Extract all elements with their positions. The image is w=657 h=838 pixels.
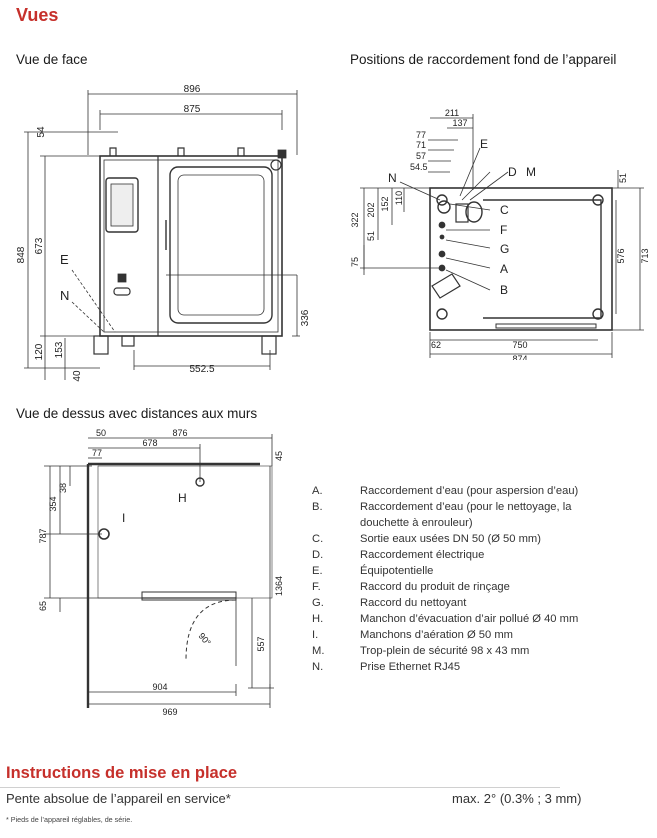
- dim-874: 874: [512, 354, 527, 360]
- label-b: B: [500, 283, 508, 297]
- dim-678: 678: [142, 438, 157, 448]
- slope-value: max. 2° (0.3% ; 3 mm): [452, 791, 582, 806]
- label-i: I: [122, 511, 125, 525]
- dim-904: 904: [152, 682, 167, 692]
- dim-875: 875: [184, 104, 201, 115]
- dim-202: 202: [366, 202, 376, 217]
- footnote: * Pieds de l’appareil réglables, de séri…: [6, 815, 133, 824]
- dim-787: 787: [38, 528, 48, 543]
- label-h: H: [178, 491, 187, 505]
- dim-54: 54: [36, 126, 47, 138]
- dim-750: 750: [512, 340, 527, 350]
- dim-62: 62: [431, 340, 441, 350]
- dim-1364: 1364: [274, 576, 284, 596]
- dim-848: 848: [16, 246, 27, 263]
- dim-713: 713: [640, 248, 650, 263]
- label-g: G: [500, 242, 509, 256]
- dim-152: 152: [380, 196, 390, 211]
- dim-75: 75: [350, 257, 360, 267]
- dim-153: 153: [54, 341, 65, 358]
- slope-label: Pente absolue de l’appareil en service*: [6, 791, 231, 806]
- dim-673: 673: [34, 237, 45, 254]
- label-e-rear: E: [480, 137, 488, 151]
- top-view-drawing: 50 876 678 77 45 38 354 787 65 1364 557 …: [38, 428, 284, 716]
- dim-120: 120: [34, 343, 45, 360]
- label-f: F: [500, 223, 507, 237]
- dim-110: 110: [394, 191, 404, 205]
- dim-77-top: 77: [92, 448, 102, 458]
- installation-heading: Instructions de mise en place: [6, 764, 238, 782]
- dim-576: 576: [616, 248, 626, 263]
- dim-137: 137: [452, 118, 467, 128]
- dim-51b: 51: [366, 231, 376, 241]
- dim-71: 71: [416, 140, 426, 150]
- top-view-caption: Vue de dessus avec distances aux murs: [16, 406, 258, 421]
- dim-51: 51: [618, 173, 628, 183]
- section-title: Vues: [16, 5, 59, 25]
- front-view-drawing: 896 875 54 848 673 120 153 40 336 552.5 …: [16, 84, 311, 382]
- dim-65: 65: [38, 601, 48, 611]
- dim-40: 40: [72, 370, 83, 382]
- divider: [0, 787, 560, 788]
- dim-969: 969: [162, 707, 177, 716]
- dim-211: 211: [445, 108, 459, 118]
- dim-50: 50: [96, 428, 106, 438]
- label-n-rear: N: [388, 171, 397, 185]
- label-d: D: [508, 165, 517, 179]
- label-m: M: [526, 165, 536, 179]
- dim-876: 876: [172, 428, 187, 438]
- dim-45: 45: [274, 451, 284, 461]
- dim-77: 77: [416, 130, 426, 140]
- label-a: A: [500, 262, 508, 276]
- dim-336: 336: [300, 309, 311, 326]
- dim-38: 38: [58, 483, 68, 493]
- dim-322: 322: [350, 212, 360, 227]
- rear-view-caption: Positions de raccordement fond de l’appa…: [350, 52, 617, 67]
- label-e: E: [60, 252, 69, 267]
- rear-view-drawing: 211 137 77 71 57 54.5 51 576 713 322 202…: [350, 108, 650, 360]
- dim-557: 557: [256, 636, 266, 651]
- dim-54-5: 54.5: [410, 162, 428, 172]
- dim-552: 552.5: [189, 364, 214, 375]
- label-n: N: [60, 288, 69, 303]
- front-view-caption: Vue de face: [16, 52, 88, 67]
- dim-896: 896: [184, 84, 201, 95]
- dim-354: 354: [48, 496, 58, 511]
- label-c: C: [500, 203, 509, 217]
- dim-57: 57: [416, 151, 426, 161]
- dim-angle: 90°: [196, 631, 213, 648]
